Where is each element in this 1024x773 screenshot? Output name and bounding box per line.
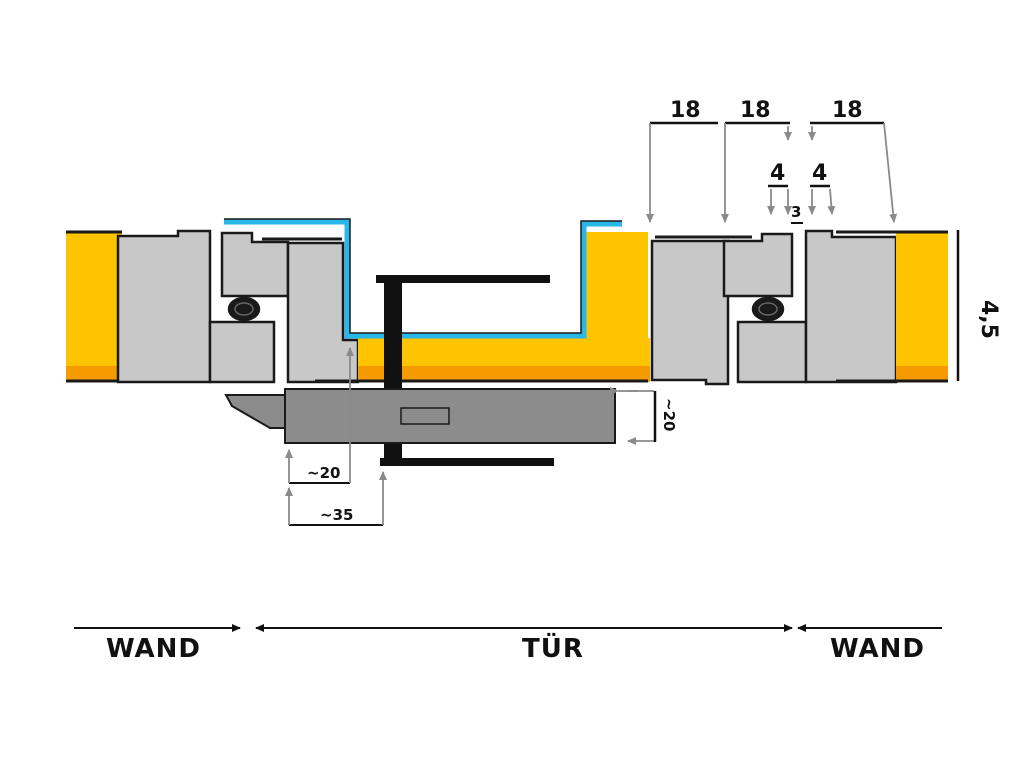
dim-lower-a: ~20 xyxy=(307,464,340,482)
bracket-top-bar xyxy=(376,275,550,283)
right-insulation xyxy=(896,232,948,382)
left-seal-gasket xyxy=(227,296,261,322)
bracket-bottom-bar xyxy=(380,458,554,466)
right-frame xyxy=(650,229,898,386)
handle-body xyxy=(284,388,616,444)
left-frame-lower-block xyxy=(208,320,276,384)
handle-lever xyxy=(224,394,287,429)
zone-labels: WAND TÜR WAND xyxy=(74,624,942,664)
left-frame xyxy=(116,229,360,384)
door-insulation-edge xyxy=(358,366,650,382)
left-wall xyxy=(66,230,122,383)
left-insulation-edge xyxy=(66,366,122,382)
top-dimensions: 18 18 18 4 4 3 xyxy=(646,98,898,224)
door-leaf xyxy=(315,232,650,383)
right-seal-gasket xyxy=(751,296,785,322)
right-wall xyxy=(836,230,948,383)
dim-thickness: 4,5 xyxy=(976,300,1001,339)
right-frame-upper-block xyxy=(722,232,794,298)
label-wall-right: WAND xyxy=(830,634,925,664)
handle-slot xyxy=(400,407,450,425)
dim-top-b: 18 xyxy=(740,98,771,123)
door-handle xyxy=(224,388,616,444)
dim-top-a: 18 xyxy=(670,98,701,123)
dim-gap-mid: 3 xyxy=(791,203,801,221)
right-insulation-edge xyxy=(896,366,948,382)
dim-gap-left: 4 xyxy=(770,161,785,186)
left-frame-upper-block xyxy=(220,231,290,298)
handle-dimension: ~20 xyxy=(610,387,678,445)
dim-top-c: 18 xyxy=(832,98,863,123)
door-insulation-right xyxy=(586,232,648,366)
lower-dimensions: ~20 ~35 xyxy=(285,347,387,526)
right-frame-outer-profile xyxy=(804,229,898,384)
label-door: TÜR xyxy=(522,631,584,664)
left-insulation xyxy=(66,232,122,382)
dim-lower-b: ~35 xyxy=(320,506,353,524)
blue-flashing xyxy=(224,219,622,339)
right-frame-lower-block xyxy=(736,320,808,384)
left-frame-outer-profile xyxy=(116,229,212,384)
label-wall-left: WAND xyxy=(106,634,201,664)
right-frame-door-profile xyxy=(650,239,730,386)
dim-gap-right: 4 xyxy=(812,161,827,186)
dim-handle-offset: ~20 xyxy=(660,398,678,431)
thickness-dimension: 4,5 xyxy=(956,230,1001,381)
